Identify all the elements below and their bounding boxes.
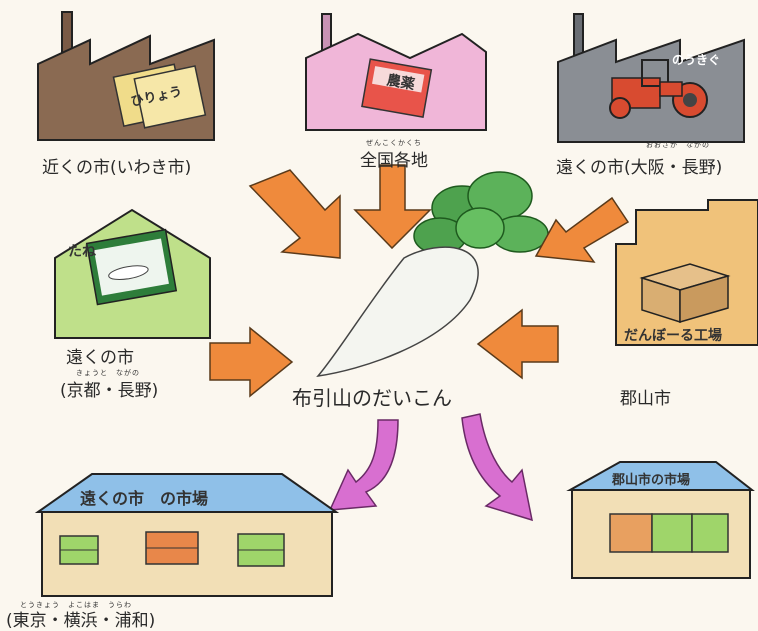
pesticide-bag: [361, 58, 433, 119]
crates-green-2: [237, 533, 285, 567]
seed-packet: [85, 228, 178, 306]
arrow-from-mid-left: [209, 326, 294, 398]
cardboard-factory-text: だんぼーる工場: [624, 327, 722, 344]
cardboard-box-icon: [639, 263, 731, 324]
label-center: 布引山のだいこん: [292, 386, 452, 410]
far-market: [34, 473, 340, 597]
label-mid-right: 郡山市: [620, 389, 671, 409]
radish-leaves: [413, 171, 549, 255]
label-top-center: 全国各地: [360, 151, 428, 171]
factory-left: [37, 11, 215, 141]
crates-local: [609, 513, 729, 553]
ruby-bottom-left: とうきょう よこはま うらわ: [20, 601, 132, 609]
input-arrows: [209, 164, 630, 398]
arrow-to-far-market: [328, 419, 399, 511]
arrow-from-top-right: [534, 196, 630, 263]
output-arrows: [328, 413, 533, 522]
arrow-to-local-market: [461, 413, 533, 522]
arrow-from-top-center: [353, 164, 432, 250]
label-top-right: 遠くの市(大阪・長野): [556, 158, 723, 178]
crates-orange: [145, 531, 199, 565]
seeds-text: たね: [68, 244, 96, 260]
local-market: [566, 461, 755, 579]
ruby-top-center: ぜんこくかくち: [366, 139, 422, 147]
factory-right: [557, 13, 745, 143]
arrow-from-mid-right: [476, 308, 559, 380]
seed-shop: [54, 208, 211, 339]
factory-center: [305, 13, 487, 131]
far-market-sign: 遠くの市 の市場: [80, 489, 208, 508]
ruby-top-right: おおさか ながの: [646, 141, 710, 149]
ruby-mid-left: きょうと ながの: [76, 369, 140, 377]
pesticide-bag-text: 農薬: [385, 71, 416, 93]
crates-green-1: [59, 535, 99, 565]
label-mid-left-line2: (京都・長野): [60, 381, 159, 401]
local-market-sign: 郡山市の市場: [611, 472, 690, 488]
arrow-from-top-left: [248, 169, 341, 259]
label-top-left: 近くの市(いわき市): [42, 158, 192, 178]
label-bottom-left: (東京・横浜・浦和): [6, 611, 156, 631]
label-mid-left-line1: 遠くの市: [66, 348, 134, 368]
tractor-icon: [609, 59, 708, 119]
tractor-text: のうきぐ: [672, 53, 720, 67]
cardboard-factory: [615, 199, 758, 346]
fertilizer-bag: [112, 63, 207, 129]
radish: [316, 171, 549, 378]
